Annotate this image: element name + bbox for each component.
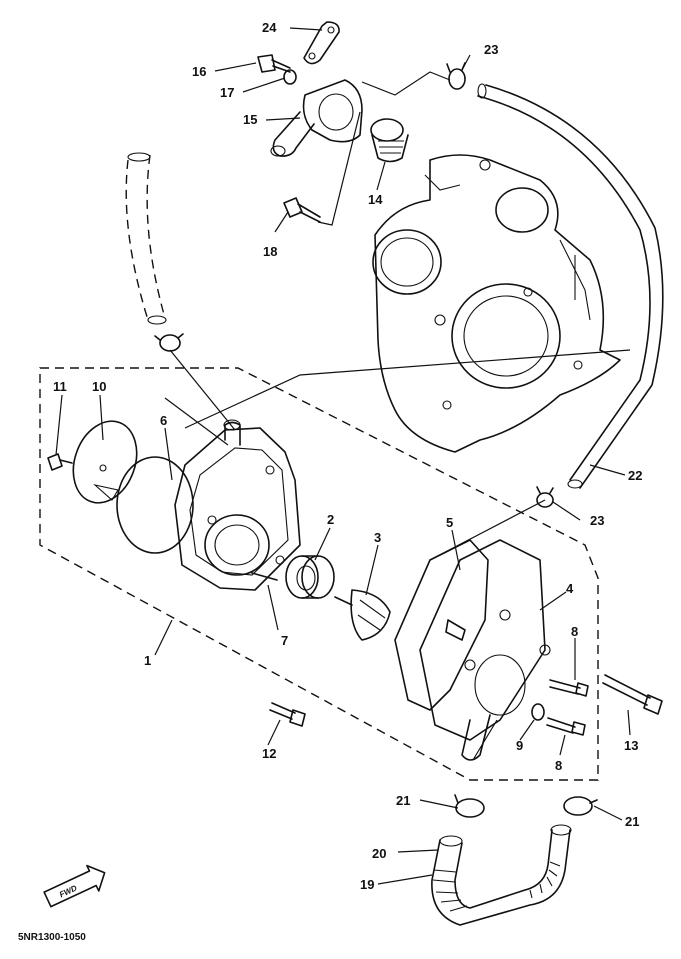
callout-8-upper: 8	[571, 624, 578, 639]
callout-5: 5	[446, 515, 453, 530]
washer-17	[283, 69, 297, 85]
callout-18: 18	[263, 244, 277, 259]
diagram-code: 5NR1300-1050	[18, 932, 86, 943]
callout-7: 7	[281, 633, 288, 648]
callout-11: 11	[53, 379, 67, 394]
callout-3: 3	[374, 530, 381, 545]
hose-clamp-23-mid	[536, 486, 554, 508]
callout-2: 2	[327, 512, 334, 527]
hose-clamp-bypass	[154, 333, 184, 352]
callout-19: 19	[360, 877, 374, 892]
screw-11	[47, 453, 73, 471]
callout-15: 15	[243, 112, 257, 127]
bolt-18	[283, 197, 321, 223]
bolt-12	[269, 702, 306, 727]
callout-21-right: 21	[625, 814, 639, 829]
pin-7	[251, 572, 278, 581]
fwd-label: FWD	[58, 883, 79, 899]
callout-1: 1	[144, 653, 151, 668]
pump-assembly-boundary	[39, 367, 599, 781]
pump-housing	[174, 419, 301, 591]
hose-19	[431, 824, 572, 926]
fwd-direction-badge: FWD	[43, 864, 106, 908]
callout-4: 4	[566, 581, 574, 596]
callout-24: 24	[262, 20, 277, 35]
callout-23-top: 23	[484, 42, 498, 57]
cylinder-head	[372, 154, 621, 453]
callout-12: 12	[262, 746, 276, 761]
leader-lines	[55, 27, 631, 885]
callout-23-mid: 23	[590, 513, 604, 528]
callout-8-lower: 8	[555, 758, 562, 773]
bolt-8-lower	[546, 717, 586, 736]
bolt-16	[257, 54, 291, 73]
hose-clamp-21-right	[563, 796, 598, 816]
callout-labels: 24 23 16 17 15 14 18 11 10 6 22 5 23 2 3…	[53, 20, 642, 892]
callout-10: 10	[92, 379, 106, 394]
thermostat	[370, 118, 409, 163]
callout-22: 22	[628, 468, 642, 483]
callout-6: 6	[160, 413, 167, 428]
callout-20: 20	[372, 846, 386, 861]
impeller-shaft-3	[334, 589, 391, 641]
callout-14: 14	[368, 192, 383, 207]
hose-22	[477, 83, 664, 489]
thermostat-cover	[270, 79, 363, 157]
hose-clamp-21-left	[454, 794, 485, 818]
bolt-8-upper	[549, 679, 589, 697]
pump-cover-4	[419, 539, 551, 761]
hose-clamp-23-top	[446, 62, 466, 90]
callout-17: 17	[220, 85, 234, 100]
bearing-2	[285, 555, 335, 599]
washer-9	[531, 703, 545, 721]
callout-13: 13	[624, 738, 638, 753]
gasket-plate-24	[303, 21, 340, 65]
o-ring-6	[116, 456, 194, 554]
impeller-plate-10	[72, 420, 138, 504]
bolt-13	[602, 674, 663, 715]
gasket-5	[394, 539, 489, 711]
bypass-hose	[125, 152, 167, 325]
callout-9: 9	[516, 738, 523, 753]
callout-16: 16	[192, 64, 206, 79]
callout-21-left: 21	[396, 793, 410, 808]
